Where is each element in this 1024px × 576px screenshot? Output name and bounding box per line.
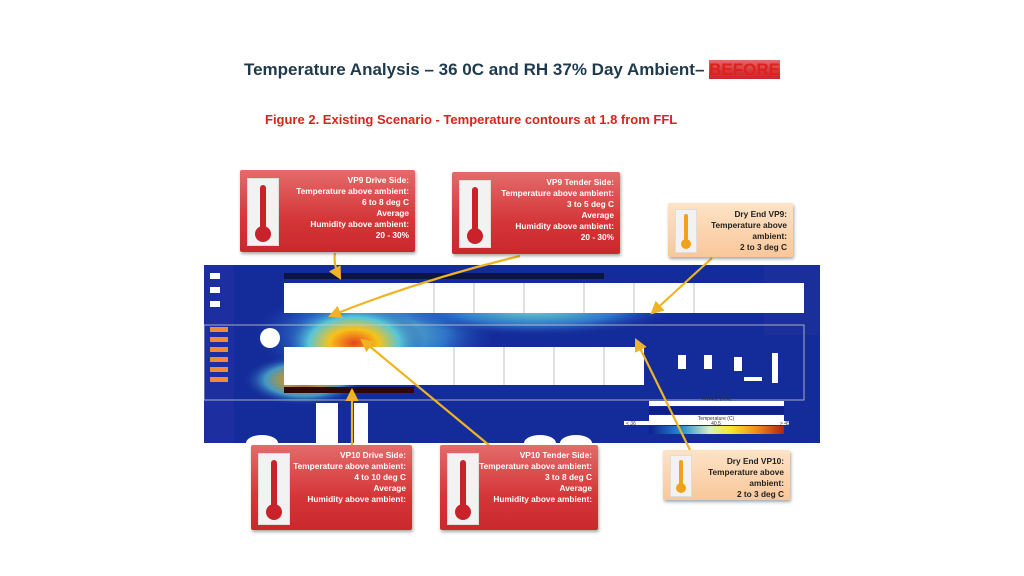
thermometer-icon [675, 209, 697, 253]
arrow-vp9-tender [327, 254, 521, 319]
callout-vp10-drive: VP10 Drive Side:Temperature above ambien… [251, 445, 412, 530]
arrow-vp10-tender [360, 338, 491, 447]
callout-line: 3 to 8 deg C [544, 472, 592, 482]
callout-line: VP10 Tender Side: [519, 450, 592, 460]
thermometer-icon [258, 453, 290, 525]
callout-line: Average [559, 483, 592, 493]
callout-line: Temperature above ambient: [296, 186, 409, 196]
thermometer-icon [670, 455, 692, 497]
page-title: Temperature Analysis – 36 0C and RH 37% … [0, 60, 1024, 80]
callout-line: Humidity above ambient: [515, 221, 614, 231]
callout-line: Temperature above ambient: [501, 188, 614, 198]
thermometer-icon [247, 178, 279, 246]
temperature-legend-label: Temperature (C) [698, 416, 735, 422]
callout-line: 20 - 30% [375, 230, 409, 240]
callout-line: VP10 Drive Side: [340, 450, 406, 460]
callout-line: Dry End VP10: [726, 456, 784, 466]
callout-line: 2 to 3 deg C [739, 242, 787, 252]
callout-line: Humidity above ambient: [493, 494, 592, 504]
figure-caption: Figure 2. Existing Scenario - Temperatur… [265, 112, 678, 127]
callout-line: ambient: [749, 478, 784, 488]
callout-line: Average [373, 483, 406, 493]
callout-line: Humidity above ambient: [307, 494, 406, 504]
callout-line: Average [376, 208, 409, 218]
arrow-dry-vp9 [650, 257, 713, 315]
callout-line: Humidity above ambient: [310, 219, 409, 229]
thermometer-icon [447, 453, 479, 525]
callout-line: VP9 Tender Side: [546, 177, 614, 187]
callout-line: 6 to 8 deg C [361, 197, 409, 207]
callout-line: ambient: [752, 231, 787, 241]
callout-line: Dry End VP9: [734, 209, 787, 219]
arrow-vp9-drive [328, 252, 342, 280]
callout-line: Temperature above [711, 220, 787, 230]
callout-line: Temperature above [708, 467, 784, 477]
callout-line: Average [581, 210, 614, 220]
callout-line: 2 to 3 deg C [736, 489, 784, 499]
callout-line: VP9 Drive Side: [347, 175, 409, 185]
temperature-color-scale [649, 426, 784, 434]
callout-line: 3 to 5 deg C [566, 199, 614, 209]
thermometer-icon [459, 180, 491, 248]
title-text: Temperature Analysis – 36 0C and RH 37% … [243, 60, 705, 79]
callout-line: Temperature above ambient: [479, 461, 592, 471]
legend-min: < 36 [626, 421, 636, 427]
arrow-dry-vp10 [634, 338, 691, 451]
callout-vp9-drive: VP9 Drive Side:Temperature above ambient… [240, 170, 415, 252]
callout-line: 20 - 30% [580, 232, 614, 242]
callout-vp9-tender: VP9 Tender Side:Temperature above ambien… [452, 172, 620, 254]
legend-mid: 40.5 [711, 421, 721, 427]
callout-line: Temperature above ambient: [293, 461, 406, 471]
velocity-legend-label: Velocity (m/s) [701, 396, 731, 402]
legend-max: > 45 [780, 421, 790, 427]
callout-line: 4 to 10 deg C [354, 472, 406, 482]
title-highlight: BEFORE [709, 60, 780, 79]
callout-vp10-tender: VP10 Tender Side:Temperature above ambie… [440, 445, 598, 530]
